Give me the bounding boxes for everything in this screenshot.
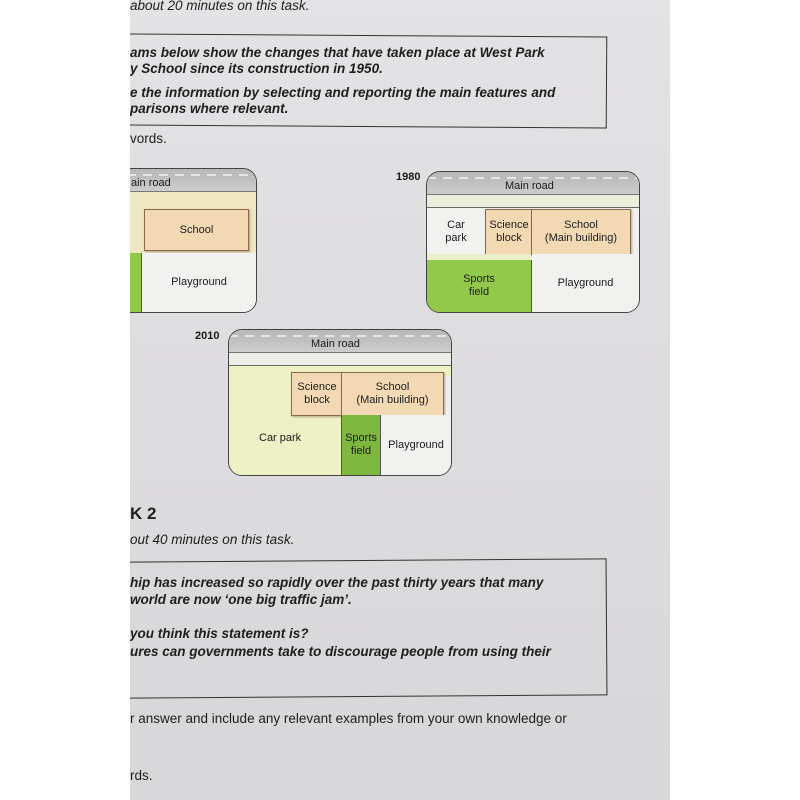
grounds-strip [341,366,451,376]
car-park-label: Car park [259,432,302,444]
road-markings [130,174,256,176]
task2-answer-instruction: r answer and include any relevant exampl… [130,711,567,726]
task1-prompt-line-4: parisons where relevant. [130,101,289,116]
main-road-label: Main road [505,180,554,192]
school-main-building-label: School(Main building) [356,381,429,406]
playground: Playground [381,415,451,475]
playground-label: Playground [388,438,444,451]
task1-prompt-line-3: e the information by selecting and repor… [130,85,556,100]
road-markings [229,335,451,337]
playground: Playground [142,253,256,312]
school-main-building: School(Main building) [531,209,631,255]
main-road: Main road [229,330,451,353]
school-main-building-label: School(Main building) [544,219,618,244]
school-label: School [179,223,214,236]
task1-prompt-line-2: y School since its construction in 1950. [130,61,383,76]
road-markings [427,177,639,179]
main-road-label: ain road [131,177,171,189]
task1-prompt-line-1: ams below show the changes that have tak… [130,45,545,60]
task2-prompt-line-4: ures can governments take to discourage … [130,644,551,659]
main-road: Main road [427,172,639,195]
year-label-1980: 1980 [396,171,421,183]
playground-label: Playground [171,276,227,288]
path [427,254,531,260]
road-verge [229,353,451,366]
playground: Playground [532,254,639,312]
main-road: ain road [130,169,256,192]
task2-word-instruction: rds. [130,768,153,783]
map-1950: ain road School Playground [130,168,257,313]
year-label-2010: 2010 [195,330,220,342]
main-road-label: Main road [311,338,360,350]
sports-field [130,253,142,312]
school-building: School [144,209,249,251]
playground-label: Playground [557,276,614,289]
task2-heading: K 2 [130,504,157,523]
road-verge [427,195,639,208]
task2-prompt-line-3: you think this statement is? [130,626,309,641]
exam-page-photo: about 20 minutes on this task. ams below… [130,0,670,800]
school-main-building: School(Main building) [341,372,444,416]
task2-time-instruction: out 40 minutes on this task. [130,532,295,547]
task1-word-instruction: vords. [130,131,167,146]
task2-prompt-line-2: world are now ‘one big traffic jam’. [130,592,352,607]
task1-time-instruction: about 20 minutes on this task. [130,0,310,13]
task2-prompt-line-1: hip has increased so rapidly over the pa… [130,575,544,590]
